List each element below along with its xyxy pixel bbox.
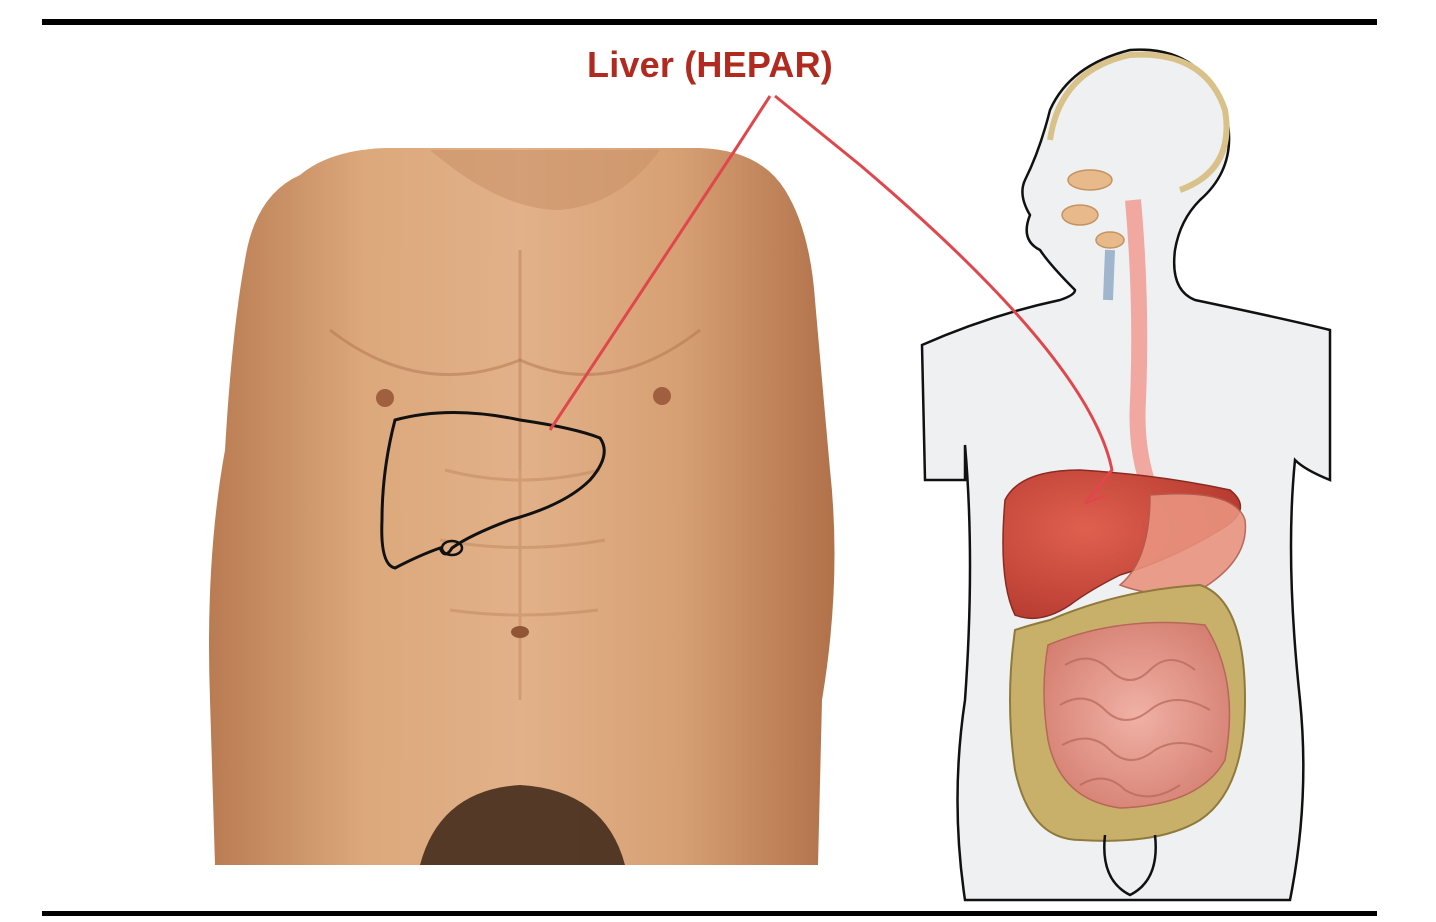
gallbladder-outline xyxy=(440,539,464,557)
leader-line-right xyxy=(774,94,1114,504)
navel xyxy=(511,626,529,638)
esophagus xyxy=(1125,199,1158,493)
trachea xyxy=(1103,249,1115,301)
oral-structures xyxy=(1061,169,1125,249)
torso-figure xyxy=(209,148,835,865)
liver-outline xyxy=(380,411,606,570)
intestine-folds xyxy=(1059,657,1213,798)
small-intestine xyxy=(1043,621,1231,809)
pubic-hair xyxy=(420,785,625,865)
leader-line-left xyxy=(548,95,772,431)
left-nipple xyxy=(376,389,394,407)
pectoral-lines xyxy=(329,328,701,376)
digestive-figure xyxy=(920,48,1332,902)
genital-outline xyxy=(1103,834,1157,897)
liver-label: Liver (HEPAR) xyxy=(587,44,833,85)
leader-arrowhead xyxy=(1084,494,1106,505)
top-rule xyxy=(42,19,1377,25)
leader-lines xyxy=(548,94,1114,505)
skull xyxy=(1047,51,1230,193)
bottom-rule xyxy=(42,911,1377,916)
torso-body xyxy=(209,148,835,865)
neck-shadow xyxy=(430,150,660,210)
right-nipple xyxy=(653,387,671,405)
